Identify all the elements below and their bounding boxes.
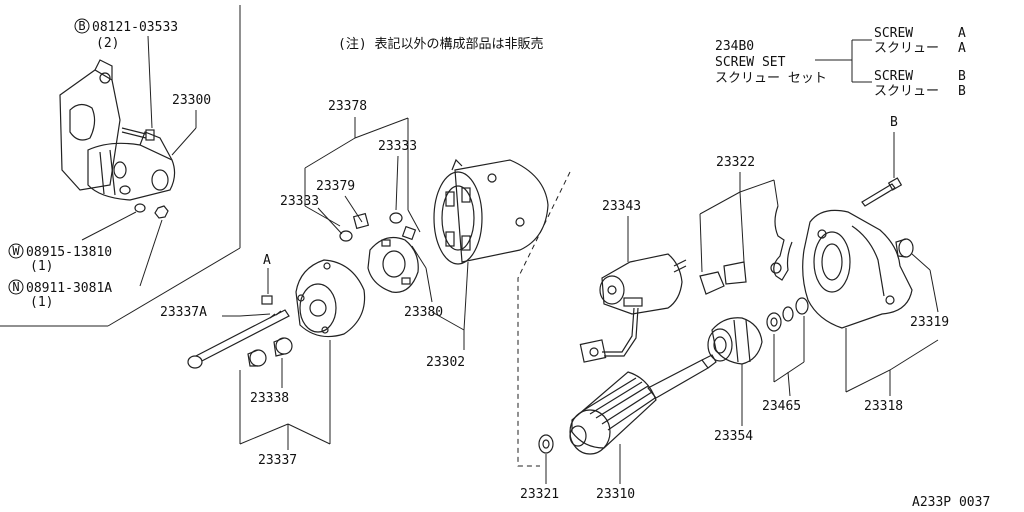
inset-starter-illustration [59, 59, 176, 219]
washer-ref-label: 08915-13810 [26, 245, 112, 260]
screw-set-part-no: 234B0 [715, 39, 754, 54]
bushings [247, 337, 293, 367]
label-23302: 23302 [426, 261, 469, 370]
label-23354: 23354 [714, 364, 753, 444]
part-label-23319: 23319 [910, 315, 949, 330]
label-23318: 23318 [845, 328, 939, 414]
part-label-23338: 23338 [250, 391, 289, 406]
inset-frame [0, 5, 241, 327]
rear-washer [538, 434, 554, 454]
pinion-clutch [707, 317, 763, 365]
label-23310: 23310 [596, 444, 635, 502]
screw-a-en: SCREW [874, 26, 913, 41]
nut-ref-label: 08911-3081A [26, 281, 112, 296]
screw-set-jp: スクリュー セット [715, 71, 827, 86]
label-23322: 23322 [699, 155, 779, 273]
callout-b: B [890, 115, 898, 130]
front-housing [802, 209, 913, 329]
front-bushing [895, 238, 914, 258]
screw-b-en: SCREW [874, 69, 913, 84]
bolt-prefix: B [78, 19, 85, 33]
part-label-23318: 23318 [864, 399, 903, 414]
brush-spring [339, 212, 417, 242]
yoke [433, 158, 549, 265]
pinion-washers [766, 297, 809, 332]
screw-a-jp: スクリュー [874, 41, 939, 56]
label-23343: 23343 [602, 199, 641, 262]
screw-legend: 234B0 SCREW SET スクリュー セット SCREW A スクリュー … [715, 26, 966, 99]
label-23319: 23319 [910, 253, 949, 330]
nut-qty-label: (1) [30, 295, 53, 310]
label-23321: 23321 [520, 454, 559, 502]
callout-a: A [263, 253, 271, 268]
screw-a: A [261, 253, 273, 305]
part-label-23343: 23343 [602, 199, 641, 214]
part-label-23333-left: 23333 [280, 194, 319, 209]
inset-bolt-label: B 08121-03533 (2) [74, 18, 178, 129]
inset-washer-label: W 08915-13810 (1) [8, 211, 137, 274]
screw-b-jp-tag: B [958, 84, 966, 99]
screw-a-jp-tag: A [958, 41, 966, 56]
part-label-23379: 23379 [316, 179, 355, 194]
part-label-23354: 23354 [714, 429, 753, 444]
part-label-23380: 23380 [404, 305, 443, 320]
part-label-23321: 23321 [520, 487, 559, 502]
screw-b: B [861, 115, 903, 207]
figure-code: A233P 0037 [912, 495, 990, 510]
non-sale-note: (注) 表記以外の構成部品は非販売 [338, 36, 543, 52]
label-23465: 23465 [762, 316, 805, 414]
label-23338: 23338 23337 [239, 340, 331, 468]
inset-assembly-label: 23300 [171, 93, 211, 156]
part-label-23465: 23465 [762, 399, 801, 414]
screw-b-en-tag: B [958, 69, 966, 84]
shift-lever [699, 205, 793, 295]
screw-set-en: SCREW SET [715, 55, 786, 70]
part-label-23300: 23300 [172, 93, 211, 108]
part-label-23337A: 23337A [160, 305, 207, 320]
bolt-ref-label: 08121-03533 [92, 20, 178, 35]
part-label-23378: 23378 [328, 99, 367, 114]
screw-a-en-tag: A [958, 26, 966, 41]
end-frame [295, 259, 366, 338]
part-label-23310: 23310 [596, 487, 635, 502]
part-label-23322: 23322 [716, 155, 755, 170]
washer-qty-label: (1) [30, 259, 53, 274]
through-bolt: 23337A [160, 305, 290, 369]
screw-b-jp: スクリュー [874, 84, 939, 99]
solenoid [579, 253, 687, 363]
label-23380: 23380 [404, 245, 443, 320]
washer-prefix: W [12, 244, 20, 258]
part-label-23337: 23337 [258, 453, 297, 468]
part-label-23333-top: 23333 [378, 139, 417, 154]
brush-group-leaders: 23378 23333 23379 23333 [280, 99, 421, 235]
armature [569, 354, 717, 455]
bolt-qty-label: (2) [96, 36, 119, 51]
part-label-23302: 23302 [426, 355, 465, 370]
inset-nut-label: N 08911-3081A (1) [8, 219, 163, 310]
brush-plate [367, 237, 419, 293]
nut-prefix: N [12, 280, 19, 294]
